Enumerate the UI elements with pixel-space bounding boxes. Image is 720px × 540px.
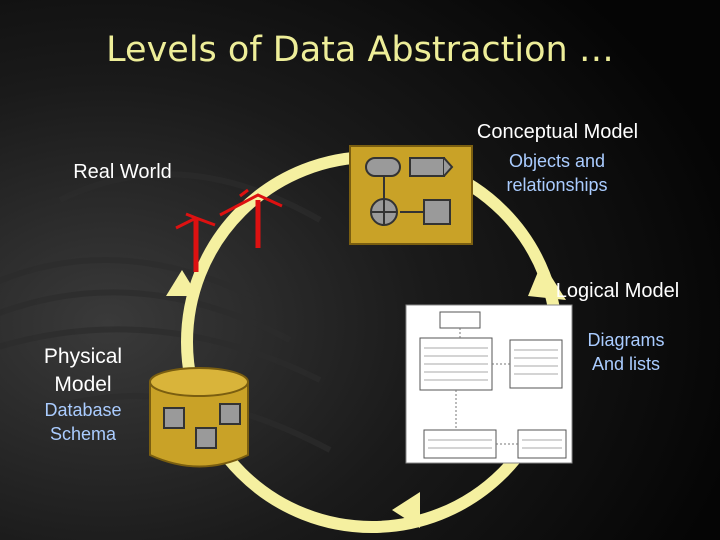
physical-model-label: Physical Model [24, 343, 142, 399]
logical-model-description: Diagrams And lists [566, 328, 686, 376]
conceptual-desc-line-2: relationships [506, 175, 608, 195]
real-world-text: Real World [73, 161, 172, 183]
database-cylinder-icon [149, 367, 249, 468]
conceptual-model-label: Conceptual Model [440, 120, 675, 144]
conceptual-model-icon [349, 145, 473, 245]
arrowhead-right-icon [528, 262, 566, 300]
conceptual-model-text: Conceptual Model [476, 121, 639, 143]
arrowhead-left-icon [166, 270, 198, 296]
conceptual-model-description: Objects and relationships [476, 149, 638, 197]
physical-model-line-2: Model [54, 373, 112, 396]
arrowhead-bottom-icon [392, 492, 420, 528]
physical-desc-line-1: Database [44, 400, 122, 420]
physical-desc-line-2: Schema [49, 424, 117, 444]
physical-model-description: Database Schema [24, 398, 142, 446]
real-world-label: Real World [50, 160, 195, 184]
logical-desc-line-2: And lists [591, 354, 661, 374]
real-world-icon [175, 188, 283, 272]
slide-title: Levels of Data Abstraction … [106, 30, 614, 70]
conceptual-desc-line-1: Objects and [508, 151, 606, 171]
logical-model-diagram-icon [405, 304, 573, 464]
logical-model-label: Logical Model [530, 279, 705, 303]
logical-model-text: Logical Model [555, 280, 680, 302]
physical-model-line-1: Physical [43, 345, 123, 368]
logical-desc-line-1: Diagrams [587, 330, 665, 350]
